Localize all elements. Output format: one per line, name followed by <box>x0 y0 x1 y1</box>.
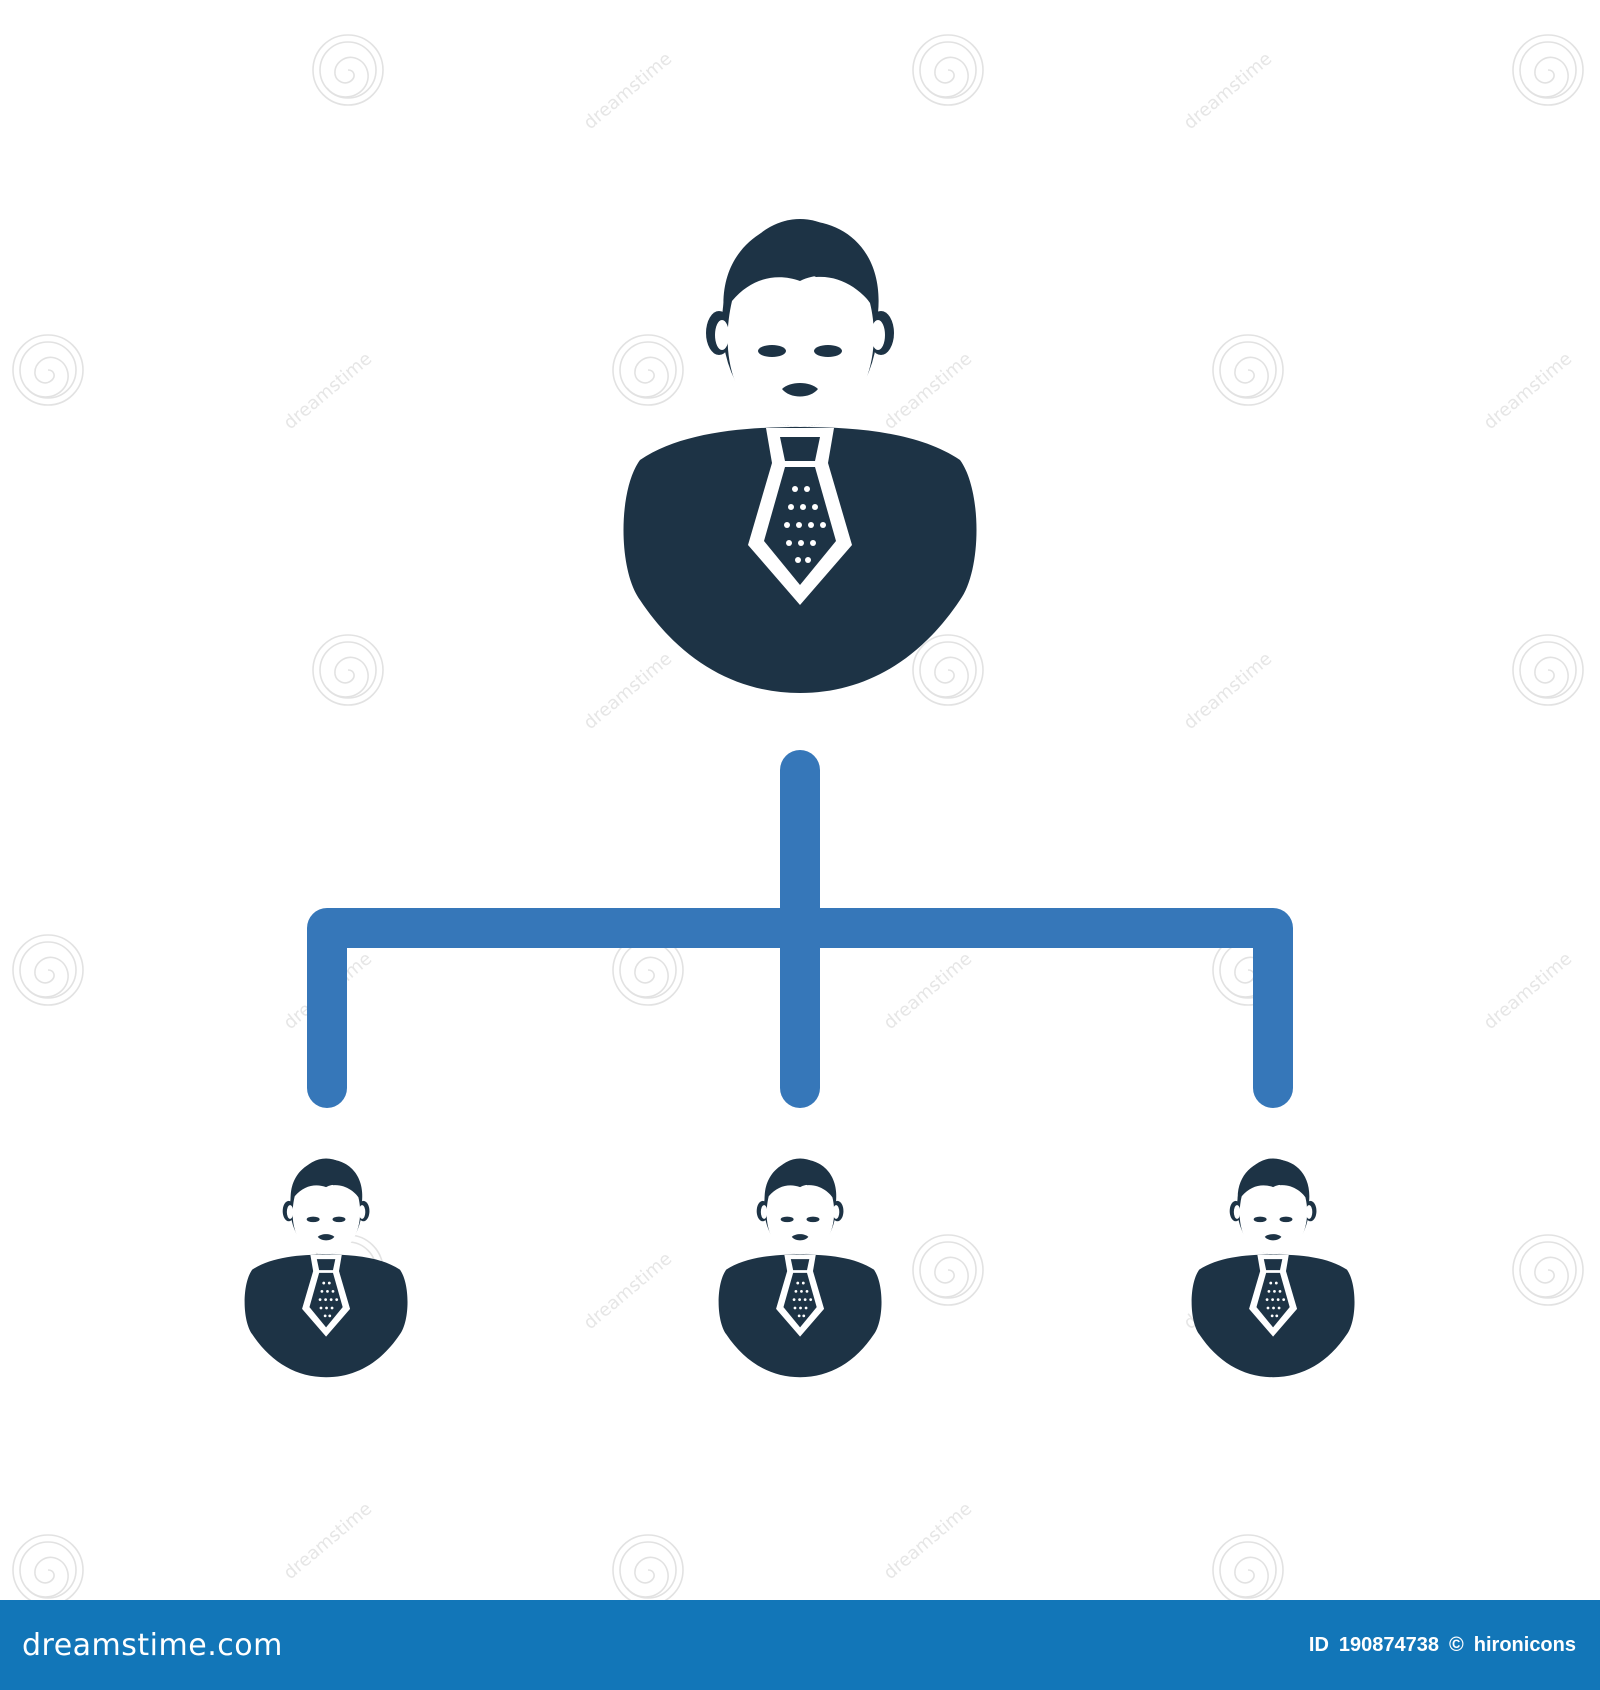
watermark-text: dreamstime <box>280 1498 376 1584</box>
node-employee-1 <box>244 1158 408 1378</box>
connector-crossbar <box>307 908 1293 1108</box>
businessman-icon <box>718 1158 882 1378</box>
org-chart-svg: dreamstime dreamstime dreamstime dreamst… <box>12 34 1584 1600</box>
footer-bar: dreamstime.com ID 190874738 © hironicons <box>0 1600 1600 1690</box>
watermark-text: dreamstime <box>1480 948 1576 1034</box>
node-employee-3 <box>1191 1158 1355 1378</box>
id-label: ID <box>1308 1633 1329 1656</box>
image-credit: ID 190874738 © hironicons <box>1309 1634 1576 1657</box>
watermark-text: dreamstime <box>880 1498 976 1584</box>
author-name[interactable]: hironicons <box>1473 1633 1576 1656</box>
node-manager <box>623 219 977 693</box>
watermark-text: dreamstime <box>1480 348 1576 434</box>
watermark-text-group: dreamstime dreamstime dreamstime dreamst… <box>280 48 1576 1584</box>
watermark-text: dreamstime <box>580 1248 676 1334</box>
watermark-text: dreamstime <box>280 348 376 434</box>
image-id: 190874738 <box>1338 1633 1440 1656</box>
org-chart-connector <box>307 750 1293 1108</box>
watermark-text: dreamstime <box>580 48 676 134</box>
brand-logo-text[interactable]: dreamstime.com <box>22 1627 283 1663</box>
businessman-icon <box>244 1158 408 1378</box>
watermark-text: dreamstime <box>580 648 676 734</box>
businessman-icon <box>1191 1158 1355 1378</box>
watermark-text: dreamstime <box>880 348 976 434</box>
copyright-symbol: © <box>1449 1633 1464 1656</box>
watermark-text: dreamstime <box>1180 48 1276 134</box>
watermark-text: dreamstime <box>1180 648 1276 734</box>
businessman-icon <box>623 219 977 693</box>
watermark-text: dreamstime <box>880 948 976 1034</box>
node-employee-2 <box>718 1158 882 1378</box>
